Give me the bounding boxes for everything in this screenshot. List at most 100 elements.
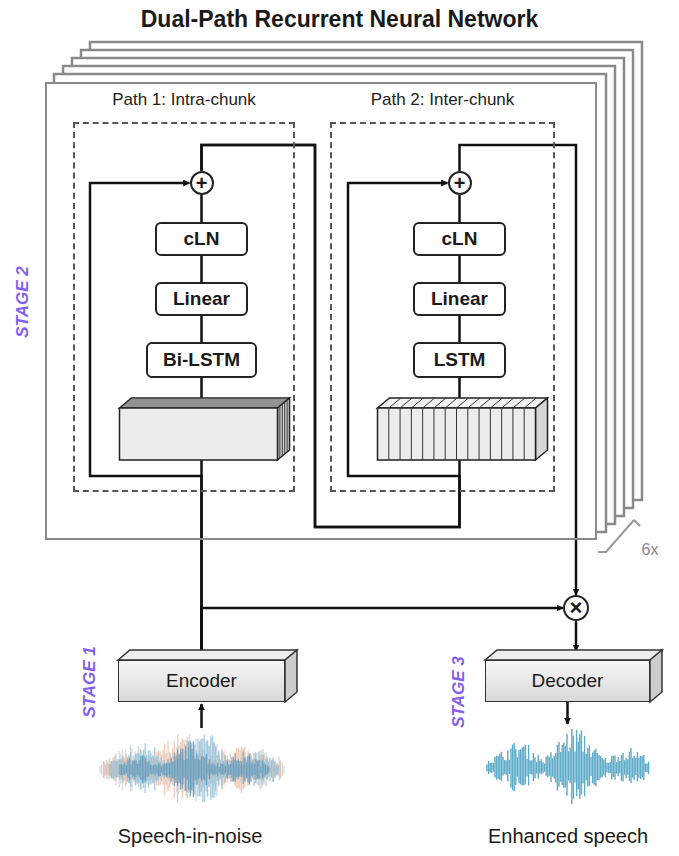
node-label: Linear (431, 288, 488, 310)
waveform-stroke (515, 749, 516, 785)
waveform-stroke (223, 761, 224, 777)
waveform-stroke (626, 758, 627, 779)
chunk-divider (479, 398, 491, 408)
waveform-stroke (214, 744, 215, 795)
repeat-bracket (598, 520, 640, 552)
waveform-stroke (249, 753, 250, 783)
waveform-stroke (125, 762, 126, 775)
waveform-stroke (552, 758, 553, 776)
layer-box: Linear (413, 282, 506, 316)
waveform-stroke (560, 752, 561, 782)
waveform-stroke (153, 765, 154, 773)
waveform-stroke (193, 741, 194, 797)
waveform-stroke (522, 747, 523, 785)
waveform-stroke (206, 754, 207, 785)
waveform-stroke (223, 751, 224, 785)
waveform-stroke (602, 758, 603, 777)
waveform-stroke (121, 765, 122, 775)
waveform-stroke (127, 758, 128, 781)
waveform-stroke (228, 760, 229, 779)
chunk-divider (445, 408, 446, 460)
waveform-stroke (149, 750, 150, 784)
waveform-stroke (245, 759, 246, 779)
waveform-stroke (549, 757, 550, 776)
waveform-stroke (531, 760, 532, 774)
chunk-divider (468, 398, 480, 408)
waveform-stroke (112, 757, 113, 778)
waveform-stroke (271, 760, 272, 778)
waveform-stroke (613, 756, 614, 777)
waveform-stroke (252, 760, 253, 777)
waveform-stroke (486, 764, 487, 771)
waveform-stroke (250, 757, 251, 782)
waveform-stroke (283, 766, 284, 773)
add-node: + (448, 171, 472, 195)
waveform-stroke (205, 742, 206, 792)
waveform-stroke (496, 756, 497, 780)
waveform-stroke (587, 748, 588, 787)
waveform-stroke (105, 765, 106, 774)
waveform-stroke (265, 765, 266, 775)
waveform-stroke (622, 753, 623, 781)
waveform-stroke (135, 754, 136, 785)
stage-label: STAGE 2 (13, 266, 33, 337)
waveform-stroke (517, 757, 518, 776)
waveform-stroke (276, 764, 277, 775)
waveform-stroke (536, 762, 537, 774)
waveform-stroke (251, 763, 252, 776)
waveform-stroke (241, 747, 242, 793)
chunk-divider (479, 408, 480, 460)
waveform-stroke (555, 753, 556, 782)
chunk-divider (124, 404, 282, 405)
waveform-stroke (163, 750, 164, 785)
waveform-stroke (608, 763, 609, 773)
waveform-stroke (279, 757, 280, 781)
waveform-stroke (156, 756, 157, 782)
waveform-stroke (504, 760, 505, 774)
waveform-stroke (132, 760, 133, 779)
waveform-stroke (201, 756, 202, 781)
waveform-stroke (245, 756, 246, 782)
waveform-stroke (147, 762, 148, 777)
waveform-stroke (488, 761, 489, 774)
waveform-stroke (573, 736, 574, 799)
waveform-stroke (172, 748, 173, 785)
waveform-stroke (228, 763, 229, 775)
waveform-stroke (193, 742, 194, 797)
waveform-stroke (176, 755, 177, 783)
box-top-face (485, 650, 662, 660)
waveform-stroke (606, 763, 607, 772)
waveform-stroke (268, 761, 269, 777)
chunk-divider (122, 406, 280, 407)
waveform-stroke (263, 762, 264, 778)
waveform-stroke (184, 760, 185, 778)
waveform-stroke (186, 740, 187, 796)
chunk-divider (456, 408, 457, 460)
waveform-stroke (526, 759, 527, 777)
waveform-stroke (616, 762, 617, 773)
waveform-stroke (642, 756, 643, 777)
waveform-stroke (264, 752, 265, 785)
waveform-stroke (225, 766, 226, 773)
node-label: + (196, 173, 208, 193)
waveform-stroke (263, 749, 264, 785)
waveform-stroke (530, 760, 531, 774)
waveform-stroke (137, 764, 138, 775)
node-label: × (570, 597, 583, 619)
multiply-node: × (563, 595, 589, 621)
waveform-stroke (578, 742, 579, 790)
waveform-stroke (142, 755, 143, 783)
waveform-stroke (605, 758, 606, 777)
waveform-stroke (595, 749, 596, 786)
waveform-stroke (533, 753, 534, 781)
waveform-stroke (189, 734, 190, 798)
waveform-stroke (130, 745, 131, 791)
waveform-stroke (145, 744, 146, 793)
waveform-stroke (268, 762, 269, 777)
waveform-stroke (106, 760, 107, 779)
waveform-stroke (217, 763, 218, 777)
waveform-stroke (222, 764, 223, 774)
repeat-count: 6x (642, 541, 659, 559)
chunk-divider (490, 408, 491, 460)
